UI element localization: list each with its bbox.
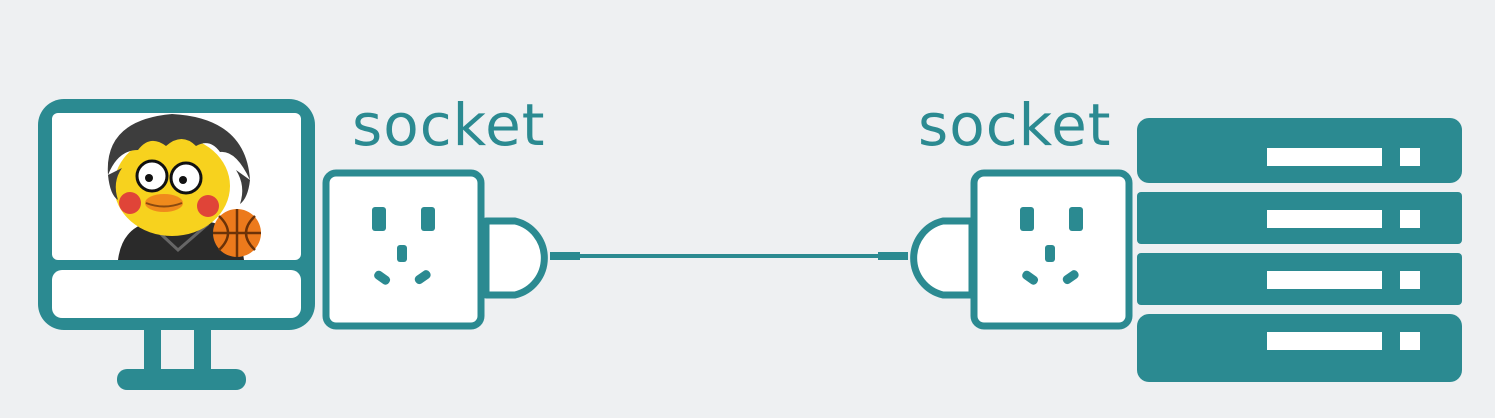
power-outlet-icon bbox=[322, 169, 485, 330]
right-socket-label: socket bbox=[918, 91, 1112, 159]
plug-icon bbox=[482, 217, 580, 299]
server-unit bbox=[1137, 253, 1462, 305]
server-unit bbox=[1137, 314, 1462, 382]
plug-icon bbox=[878, 217, 976, 299]
avatar bbox=[107, 114, 261, 260]
server-unit bbox=[1137, 192, 1462, 244]
power-outlet-icon bbox=[970, 169, 1133, 330]
left-socket-label: socket bbox=[352, 91, 546, 159]
server-rack-icon bbox=[1137, 118, 1462, 382]
server-unit bbox=[1137, 118, 1462, 183]
